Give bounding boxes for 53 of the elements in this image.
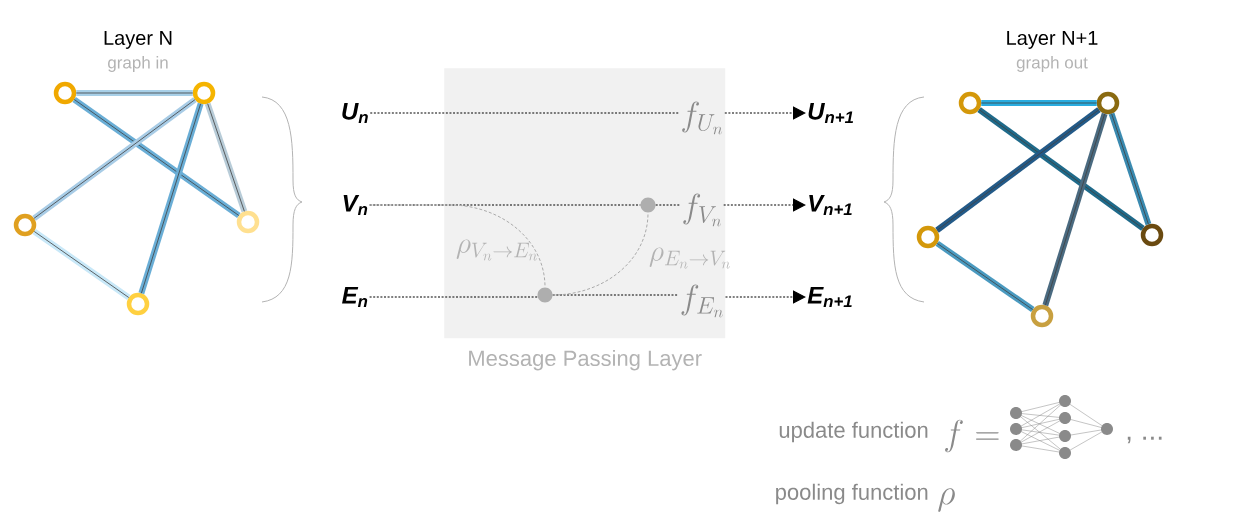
graph-caption: graph in xyxy=(108,56,168,72)
graph-edge xyxy=(75,90,194,96)
dotted-arrow xyxy=(724,106,806,120)
graph-node xyxy=(236,210,260,234)
graph-node xyxy=(916,225,940,249)
function-symbol: $f_{U_n}$ xyxy=(682,101,723,135)
graph-edge xyxy=(138,102,204,295)
graph-edge xyxy=(935,107,1101,233)
layer-heading: Layer N+1 xyxy=(1007,31,1098,49)
graph-node xyxy=(1140,223,1164,247)
legend-text: update function xyxy=(779,421,928,443)
legend-text: pooling function xyxy=(776,483,928,505)
graph-edge xyxy=(204,102,248,213)
curved-line xyxy=(369,204,546,288)
junction-dot xyxy=(537,287,553,303)
function-symbol: $f_{V_n}$ xyxy=(683,193,721,227)
graph-edge xyxy=(32,229,131,300)
node-label: Message Passing Layer xyxy=(469,349,702,371)
graph-edge xyxy=(935,240,1035,313)
graph-edge xyxy=(1042,112,1108,307)
formula: $f =$ xyxy=(945,419,999,453)
graph-caption: graph out xyxy=(1016,56,1088,72)
function-symbol: $f_{E_n}$ xyxy=(681,284,723,318)
variable-label: V$_{n+1}$ xyxy=(809,194,852,216)
graph-edge xyxy=(977,107,1145,231)
graph-edge xyxy=(980,100,1098,106)
variable-label: V$_{n}$ xyxy=(343,194,368,216)
edge-label: $\rho_{V_n \rightarrow E_n}$ xyxy=(456,239,537,261)
variable-label: U$_{n}$ xyxy=(342,102,368,124)
graph-edge xyxy=(72,97,241,218)
dotted-line xyxy=(369,296,538,298)
edge-label: $\rho_{E_n \rightarrow V_n}$ xyxy=(649,247,730,269)
dotted-line xyxy=(369,112,680,114)
dotted-arrow xyxy=(723,198,806,212)
graph-edge xyxy=(1108,112,1152,226)
graph-node xyxy=(13,213,37,237)
dotted-line xyxy=(655,204,681,206)
variable-label: U$_{n+1}$ xyxy=(808,102,854,124)
graph-node xyxy=(126,292,150,316)
formula: $\rho$ xyxy=(938,488,955,512)
graph-node xyxy=(1030,304,1054,328)
junction-dot xyxy=(640,197,656,213)
variable-label: E$_{n}$ xyxy=(342,286,368,308)
graph-node xyxy=(958,91,982,115)
graph-node xyxy=(192,81,216,105)
graph-edge xyxy=(32,97,197,221)
curved-line xyxy=(552,212,649,296)
graph-node xyxy=(53,81,77,105)
ellipsis-text: , ... xyxy=(1127,436,1162,444)
layer-heading: Layer N xyxy=(104,31,172,49)
variable-label: E$_{n+1}$ xyxy=(807,286,852,308)
graph-node xyxy=(1096,91,1120,115)
dotted-arrow xyxy=(724,290,806,304)
